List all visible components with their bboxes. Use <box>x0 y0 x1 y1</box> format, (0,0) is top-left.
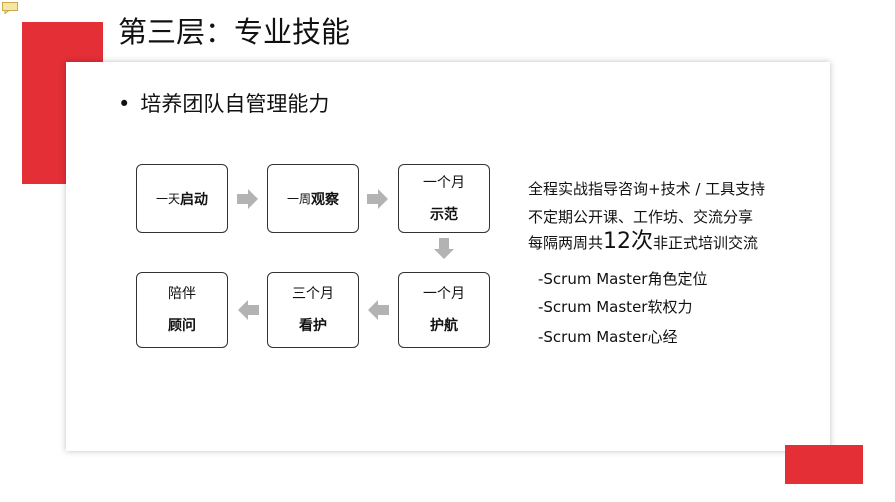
arrow-left-icon <box>238 300 259 320</box>
step-box-day-start: 一天启动 <box>136 164 228 233</box>
support-item: -Scrum Master心经 <box>538 328 678 346</box>
step-line2: 护航 <box>430 318 458 334</box>
arrow-right-icon <box>237 189 258 209</box>
comment-icon[interactable] <box>2 2 18 14</box>
step-line1: 陪伴 <box>168 286 196 302</box>
support-line-2: 不定期公开课、工作坊、交流分享 <box>528 208 754 226</box>
support-line-3: 每隔两周共12次非正式培训交流 <box>528 231 758 254</box>
support-line-3-count: 12次 <box>603 229 654 254</box>
support-item: -Scrum Master软权力 <box>538 298 693 316</box>
step-box-three-months-care: 三个月 看护 <box>267 272 359 348</box>
step-line1: 一个月 <box>423 286 465 302</box>
step-main: 观察 <box>311 191 339 208</box>
red-accent-block-bottom <box>785 445 863 484</box>
step-main: 启动 <box>180 191 208 208</box>
bullet-dot: • <box>118 92 131 116</box>
step-line1: 一个月 <box>423 174 465 191</box>
support-line-3-post: 非正式培训交流 <box>653 234 759 252</box>
support-line-1: 全程实战指导咨询+技术 / 工具支持 <box>528 180 766 198</box>
step-box-month-escort: 一个月 护航 <box>398 272 490 348</box>
arrow-right-icon <box>367 189 388 209</box>
step-prefix: 一周 <box>286 192 311 206</box>
bullet-item: • 培养团队自管理能力 <box>118 89 329 119</box>
arrow-down-icon <box>434 238 454 259</box>
step-box-month-demo: 一个月 示范 <box>398 164 490 233</box>
support-item: -Scrum Master角色定位 <box>538 270 708 288</box>
bullet-text: 培养团队自管理能力 <box>140 92 330 116</box>
page-title: 第三层：专业技能 <box>118 15 351 49</box>
step-line2: 看护 <box>299 318 327 334</box>
step-line2: 示范 <box>430 206 458 223</box>
step-line1: 三个月 <box>292 286 334 302</box>
support-line-3-pre: 每隔两周共 <box>528 234 604 252</box>
step-box-week-observe: 一周观察 <box>267 164 359 233</box>
step-box-companion-advisor: 陪伴 顾问 <box>136 272 228 348</box>
step-line2: 顾问 <box>168 318 196 334</box>
content-card <box>66 62 830 451</box>
arrow-left-icon <box>368 300 389 320</box>
step-prefix: 一天 <box>155 192 180 206</box>
